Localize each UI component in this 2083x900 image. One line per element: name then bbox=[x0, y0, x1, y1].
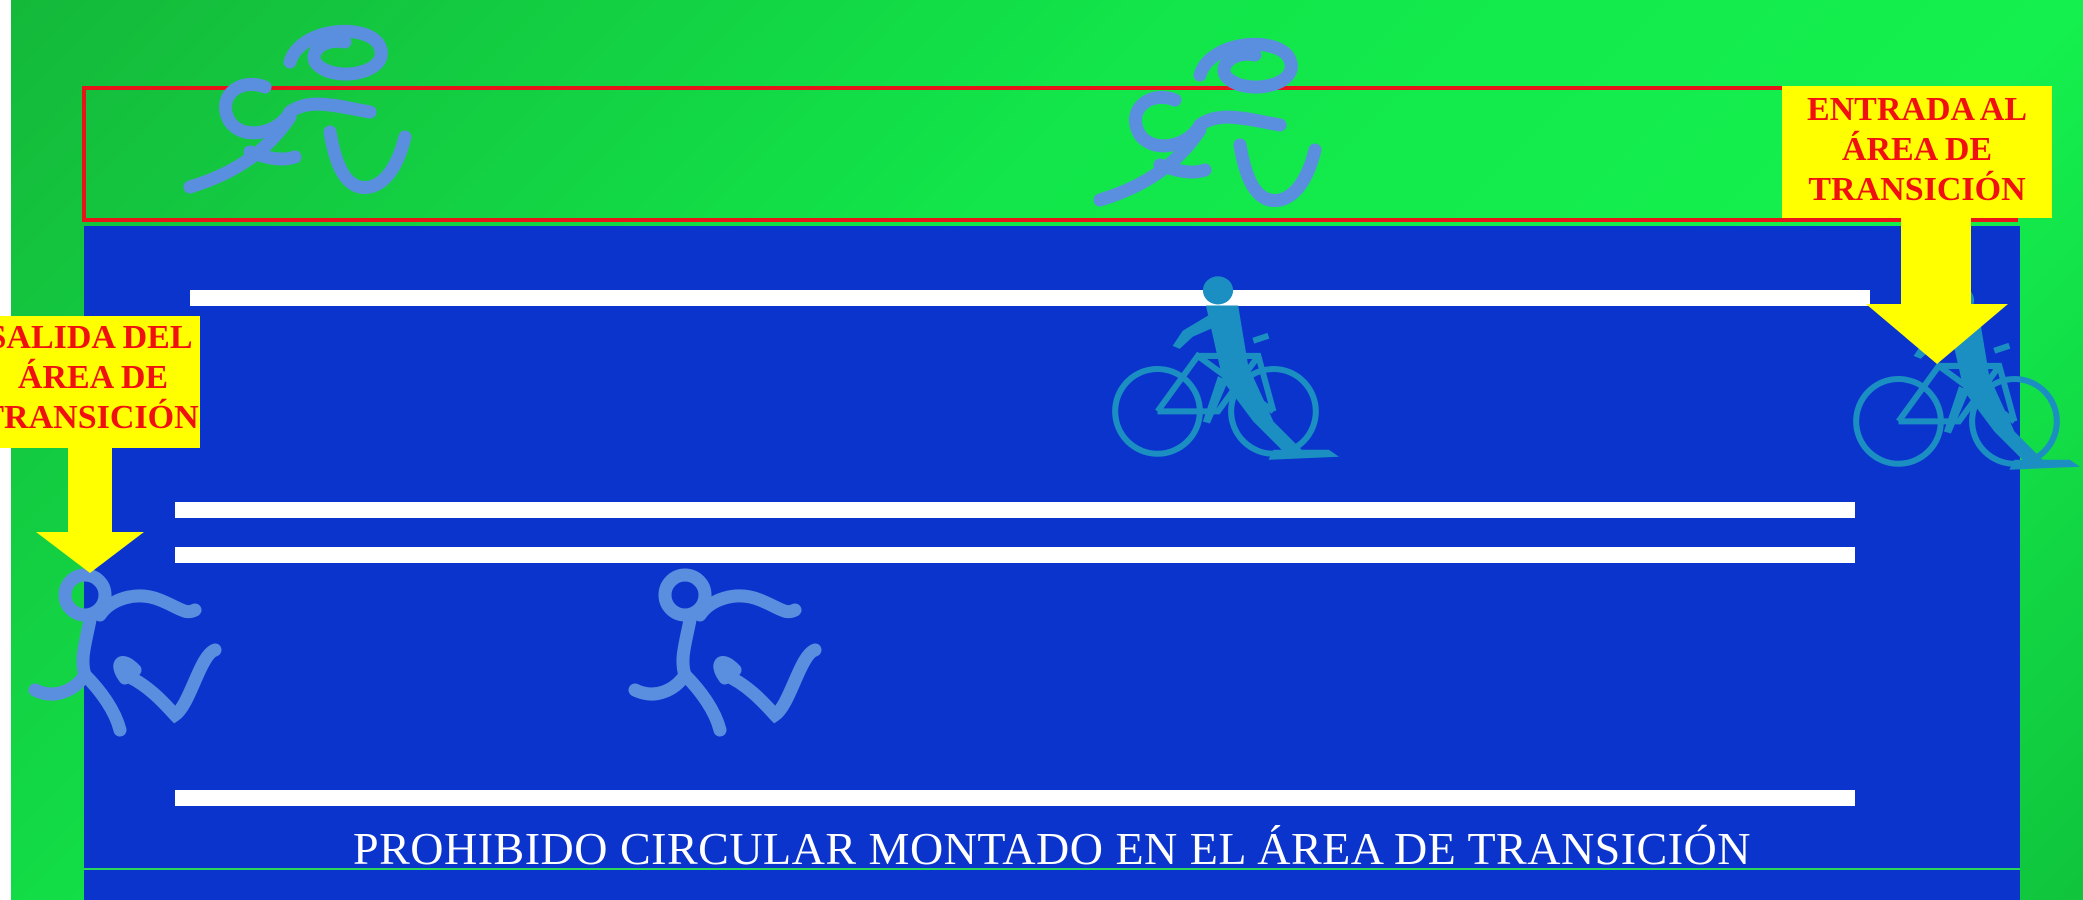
exit-sign-line-1: SALIDA DEL bbox=[0, 319, 193, 356]
entry-sign: ENTRADA AL ÁREA DE TRANSICIÓN bbox=[1782, 86, 2052, 218]
transition-area-bottom-line bbox=[84, 868, 2020, 870]
swimmer-icon bbox=[160, 12, 420, 212]
runner-icon bbox=[625, 560, 825, 740]
exit-sign-line-2: ÁREA DE bbox=[17, 359, 169, 396]
exit-sign: SALIDA DEL ÁREA DE TRANSICIÓN bbox=[0, 316, 200, 448]
lane-line-1 bbox=[190, 290, 1870, 306]
exit-sign-line-3: TRANSICIÓN bbox=[0, 399, 199, 436]
transition-area bbox=[84, 226, 2020, 900]
lane-line-2 bbox=[175, 502, 1855, 518]
arrow-down-icon bbox=[1866, 216, 2008, 364]
prohibition-notice: PROHIBIDO CIRCULAR MONTADO EN EL ÁREA DE… bbox=[353, 823, 1751, 874]
runner-icon bbox=[25, 560, 225, 740]
entry-sign-line-3: TRANSICIÓN bbox=[1808, 171, 2026, 208]
cyclist-icon bbox=[1097, 270, 1339, 462]
lane-line-4 bbox=[175, 790, 1855, 806]
arrow-down-icon bbox=[36, 448, 144, 573]
left-edge-strip bbox=[0, 0, 11, 900]
entry-sign-line-2: ÁREA DE bbox=[1841, 131, 1993, 168]
swimmer-icon bbox=[1070, 25, 1330, 225]
lane-line-3 bbox=[175, 547, 1855, 563]
entry-sign-line-1: ENTRADA AL bbox=[1806, 91, 2028, 128]
